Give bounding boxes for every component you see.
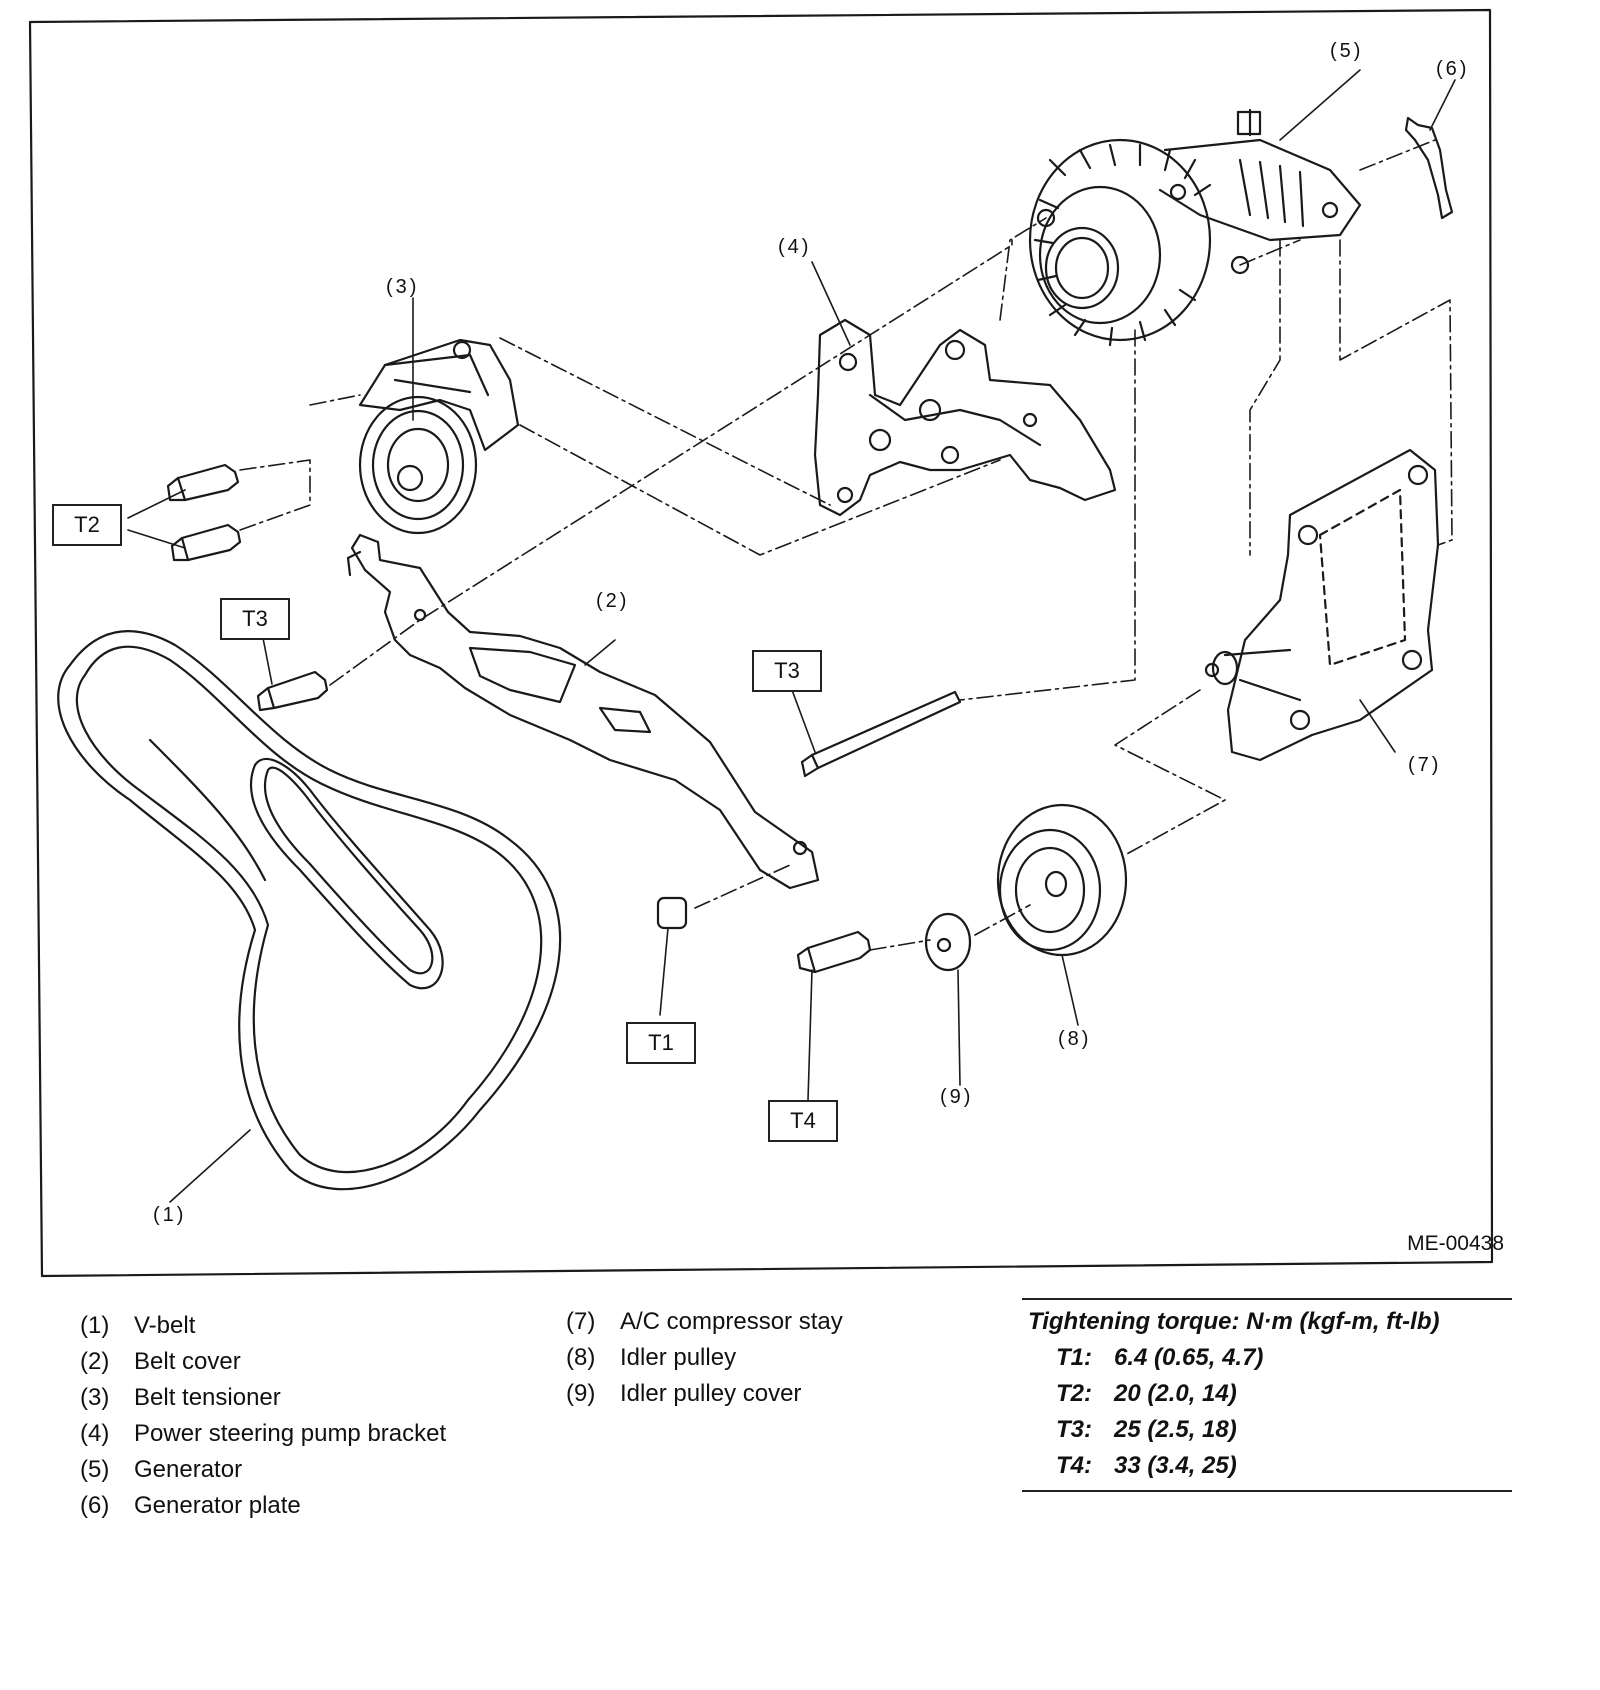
torque-key: T1: bbox=[1056, 1344, 1092, 1371]
callout-5: (5) bbox=[1330, 40, 1364, 62]
generator bbox=[1028, 108, 1362, 347]
bolts bbox=[166, 463, 962, 974]
legend-item: (9) Idler pulley cover bbox=[566, 1376, 843, 1412]
v-belt bbox=[57, 630, 562, 1191]
legend-number: (4) bbox=[80, 1420, 110, 1447]
torque-row: T3: 25 (2.5, 18) bbox=[1022, 1412, 1512, 1448]
legend-number: (1) bbox=[80, 1312, 110, 1339]
torque-value: 33 (3.4, 25) bbox=[1114, 1452, 1237, 1479]
legend-item: (8) Idler pulley bbox=[566, 1340, 843, 1376]
legend-number: (2) bbox=[80, 1348, 110, 1375]
torque-tag-t3-left: T3 bbox=[220, 598, 290, 640]
torque-table: Tightening torque: N·m (kgf-m, ft-lb) T1… bbox=[1022, 1298, 1512, 1492]
legend-item: (6) Generator plate bbox=[80, 1488, 446, 1524]
legend-item: (2) Belt cover bbox=[80, 1344, 446, 1380]
legend-number: (5) bbox=[80, 1456, 110, 1483]
callout-6: (6) bbox=[1436, 58, 1470, 80]
assembly-lines bbox=[239, 139, 1453, 951]
legend-label: Belt tensioner bbox=[134, 1384, 281, 1411]
legend-label: Idler pulley bbox=[620, 1344, 737, 1371]
legend-label: Generator bbox=[134, 1456, 243, 1483]
legend-label: Belt cover bbox=[134, 1348, 241, 1375]
torque-title: Tightening torque: N·m (kgf-m, ft-lb) bbox=[1028, 1308, 1440, 1335]
callout-9: (9) bbox=[940, 1086, 974, 1108]
legend-item: (5) Generator bbox=[80, 1452, 446, 1488]
callout-1: (1) bbox=[153, 1204, 187, 1226]
legend-number: (7) bbox=[566, 1308, 596, 1335]
callout-4: (4) bbox=[778, 236, 812, 258]
callout-7: (7) bbox=[1408, 754, 1442, 776]
torque-tag-t3-right: T3 bbox=[752, 650, 822, 692]
torque-row: T1: 6.4 (0.65, 4.7) bbox=[1022, 1340, 1512, 1376]
legend-label: Generator plate bbox=[134, 1492, 301, 1519]
idler-pulley bbox=[996, 803, 1128, 957]
legend-item: (4) Power steering pump bracket bbox=[80, 1416, 446, 1452]
torque-value: 6.4 (0.65, 4.7) bbox=[1114, 1344, 1264, 1371]
pump-bracket bbox=[813, 318, 1117, 517]
generator-plate bbox=[1404, 116, 1454, 220]
torque-key: T3: bbox=[1056, 1416, 1092, 1443]
legend-label: Idler pulley cover bbox=[620, 1380, 802, 1407]
torque-key: T2: bbox=[1056, 1380, 1092, 1407]
legend-item: (1) V-belt bbox=[80, 1308, 446, 1344]
torque-tag-t1: T1 bbox=[626, 1022, 696, 1064]
ac-compressor-stay bbox=[1204, 448, 1440, 762]
legend-label: Power steering pump bracket bbox=[134, 1420, 447, 1447]
idler-pulley-cover bbox=[924, 912, 972, 972]
diagram-frame bbox=[28, 8, 1494, 1278]
torque-row: T4: 33 (3.4, 25) bbox=[1022, 1448, 1512, 1484]
callout-2: (2) bbox=[596, 590, 630, 612]
callout-3: (3) bbox=[386, 276, 420, 298]
legend-label: V-belt bbox=[134, 1312, 196, 1339]
legend-item: (7) A/C compressor stay bbox=[566, 1304, 843, 1340]
diagram-drawing bbox=[28, 8, 1494, 1278]
legend-item: (3) Belt tensioner bbox=[80, 1380, 446, 1416]
exploded-diagram: (1) (2) (3) (4) (5) (6) (7) (8) (9) T2 T… bbox=[28, 8, 1504, 1278]
torque-row: T2: 20 (2.0, 14) bbox=[1022, 1376, 1512, 1412]
figure-code: ME-00438 bbox=[1407, 1232, 1504, 1255]
legend-middle: (7) A/C compressor stay (8) Idler pulley (… bbox=[566, 1304, 843, 1412]
legend-number: (6) bbox=[80, 1492, 110, 1519]
torque-key: T4: bbox=[1056, 1452, 1092, 1479]
legend-left: (1) V-belt (2) Belt cover (3) Belt tensione… bbox=[80, 1308, 446, 1524]
legend-number: (3) bbox=[80, 1384, 110, 1411]
torque-value: 25 (2.5, 18) bbox=[1114, 1416, 1237, 1443]
torque-tag-t2: T2 bbox=[52, 504, 122, 546]
legend-number: (8) bbox=[566, 1344, 596, 1371]
legend-label: A/C compressor stay bbox=[620, 1308, 843, 1335]
belt-tensioner bbox=[358, 338, 520, 535]
torque-value: 20 (2.0, 14) bbox=[1114, 1380, 1237, 1407]
belt-cover bbox=[346, 533, 820, 890]
leader-lines bbox=[127, 69, 1456, 1203]
legend-number: (9) bbox=[566, 1380, 596, 1407]
callout-8: (8) bbox=[1058, 1028, 1092, 1050]
torque-tag-t4: T4 bbox=[768, 1100, 838, 1142]
